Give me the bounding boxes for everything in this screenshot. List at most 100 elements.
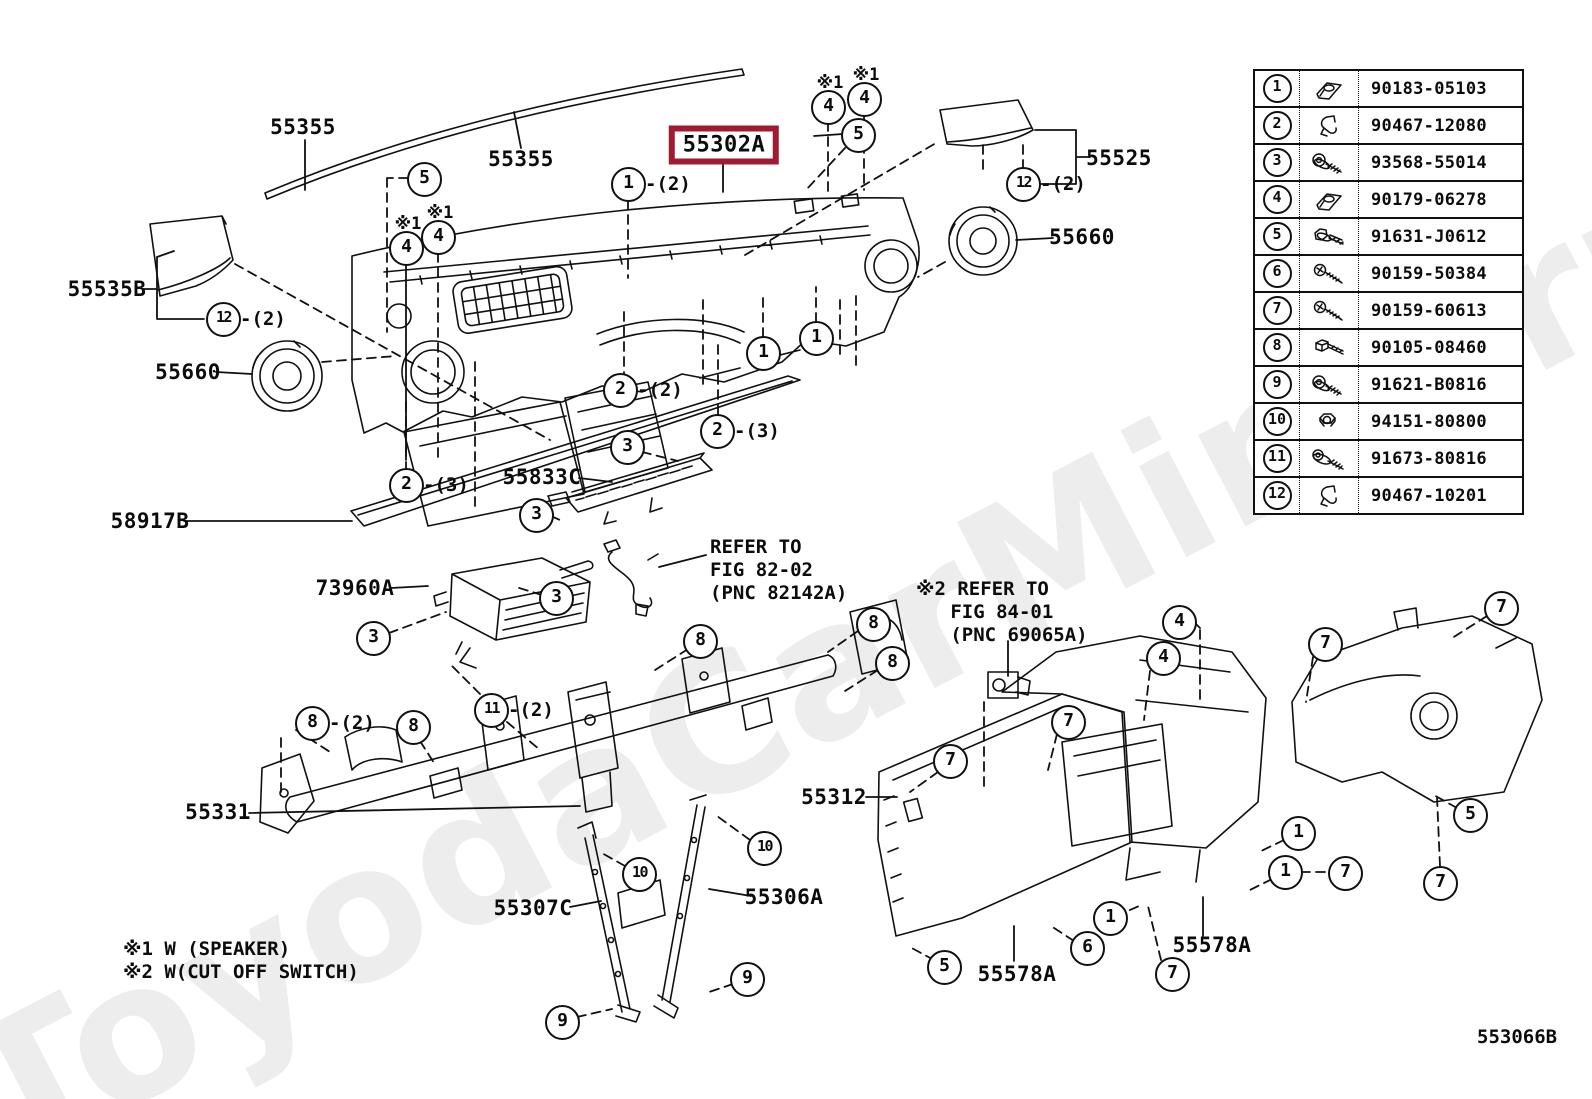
- icon-cell: [1299, 182, 1359, 217]
- callout-1: 1: [1268, 855, 1303, 890]
- ref-cell: 9: [1255, 367, 1299, 402]
- part-label-55306A: 55306A: [744, 885, 824, 909]
- passenger-airbag-drawing: [433, 557, 594, 669]
- icon-cell: [1299, 330, 1359, 365]
- nut-icon: [1319, 412, 1336, 427]
- callout-8: 8: [396, 710, 431, 745]
- callout-11: 11: [474, 693, 509, 728]
- callout-8: 8: [683, 624, 718, 659]
- part-number: 93568-55014: [1371, 152, 1487, 173]
- callout-12: 12: [206, 302, 241, 337]
- callout-3: 3: [519, 498, 554, 533]
- ref-number: 4: [1262, 185, 1292, 214]
- callout-9: 9: [730, 962, 765, 997]
- icon-cell: [1299, 145, 1359, 180]
- callout-5: 5: [841, 118, 876, 153]
- callout-9: 9: [545, 1005, 580, 1040]
- part-number-cell: 90183-05103: [1359, 71, 1522, 106]
- ref-number: 7: [1262, 296, 1292, 325]
- washer-screw-icon: [1311, 448, 1344, 470]
- callout-7: 7: [1155, 957, 1190, 992]
- part-number: 90159-50384: [1371, 263, 1487, 284]
- part-label-55355: 55355: [270, 115, 336, 139]
- ref-number: 6: [1262, 259, 1292, 288]
- icon-cell: [1299, 71, 1359, 106]
- part-label-55355: 55355: [488, 147, 554, 171]
- part-number: 94151-80800: [1371, 411, 1487, 432]
- parts-table-row: 10 94151-80800: [1255, 402, 1522, 439]
- callout-note-mark: ※1: [426, 203, 454, 223]
- part-label-55833C: 55833C: [502, 465, 582, 489]
- diagram-note-refer-fig-84: ※2 REFER TO FIG 84-01 (PNC 69065A): [916, 578, 1088, 646]
- callout-10: 10: [747, 831, 782, 866]
- part-number-cell: 90105-08460: [1359, 330, 1522, 365]
- ref-number: 12: [1262, 481, 1292, 510]
- part-label-55660: 55660: [1049, 225, 1115, 249]
- callout-5: 5: [1453, 798, 1488, 833]
- ref-cell: 1: [1255, 71, 1299, 106]
- icon-cell: [1299, 441, 1359, 476]
- ref-cell: 3: [1255, 145, 1299, 180]
- screw-washer-icon: [1312, 374, 1342, 396]
- callout-1: 1: [1281, 816, 1316, 851]
- callout-1: 1: [1093, 901, 1128, 936]
- part-number-cell: 90159-50384: [1359, 256, 1522, 291]
- part-number-cell: 93568-55014: [1359, 145, 1522, 180]
- ref-cell: 2: [1255, 108, 1299, 143]
- part-number: 90105-08460: [1371, 337, 1487, 358]
- callout-5: 5: [927, 950, 962, 985]
- part-label-55578A: 55578A: [977, 962, 1057, 986]
- icon-cell: [1299, 404, 1359, 439]
- bolt-washer-icon: [1314, 227, 1344, 245]
- callout-4: 4: [1162, 605, 1197, 640]
- callout-quantity: -(2): [508, 699, 554, 721]
- callout-quantity: -(2): [645, 173, 691, 195]
- callout-quantity: -(2): [1040, 173, 1086, 195]
- callout-8: 8: [875, 646, 910, 681]
- callout-7: 7: [1484, 591, 1519, 626]
- callout-2: 2: [389, 468, 424, 503]
- parts-table-row: 8 90105-08460: [1255, 328, 1522, 365]
- tapping-screw-icon: [1313, 263, 1343, 284]
- callout-note-mark: ※1: [852, 65, 880, 85]
- ref-number: 5: [1262, 222, 1292, 251]
- callout-quantity: -(3): [734, 420, 780, 442]
- part-label-55660: 55660: [155, 360, 221, 384]
- clip-icon: [1316, 192, 1342, 211]
- ref-number: 9: [1262, 370, 1292, 399]
- callout-6: 6: [1070, 931, 1105, 966]
- callout-8: 8: [295, 706, 330, 741]
- callout-2: 2: [700, 414, 735, 449]
- parts-table-row: 5 91631-J0612: [1255, 217, 1522, 254]
- bolt-icon: [1315, 338, 1344, 355]
- brace-55306a-drawing: [617, 794, 707, 1019]
- callout-12: 12: [1006, 167, 1041, 202]
- part-number: 91621-B0816: [1371, 374, 1487, 395]
- ref-cell: 6: [1255, 256, 1299, 291]
- windshield-trim-strip-drawing: [264, 68, 745, 200]
- callout-4: 4: [389, 231, 424, 266]
- part-number: 90467-12080: [1371, 115, 1487, 136]
- parts-table-row: 2 90467-12080: [1255, 106, 1522, 143]
- callout-1: 1: [746, 336, 781, 371]
- diagram-note-refer-fig-82: REFER TO FIG 82-02 (PNC 82142A): [710, 536, 848, 604]
- ref-number: 11: [1262, 444, 1292, 473]
- screw-washer-icon: [1312, 152, 1342, 174]
- callout-quantity: -(3): [423, 474, 469, 496]
- callout-quantity: -(2): [329, 712, 375, 734]
- icon-cell: [1299, 367, 1359, 402]
- ref-cell: 8: [1255, 330, 1299, 365]
- icon-cell: [1299, 293, 1359, 328]
- ref-number: 2: [1262, 111, 1292, 140]
- figure-code: 553066B: [1477, 1026, 1558, 1048]
- ref-cell: 4: [1255, 182, 1299, 217]
- callout-1: 1: [799, 321, 834, 356]
- ref-cell: 10: [1255, 404, 1299, 439]
- ref-cell: 12: [1255, 478, 1299, 513]
- register-ring-left-drawing: [251, 340, 323, 412]
- part-number: 91631-J0612: [1371, 226, 1487, 247]
- callout-4: 4: [811, 90, 846, 125]
